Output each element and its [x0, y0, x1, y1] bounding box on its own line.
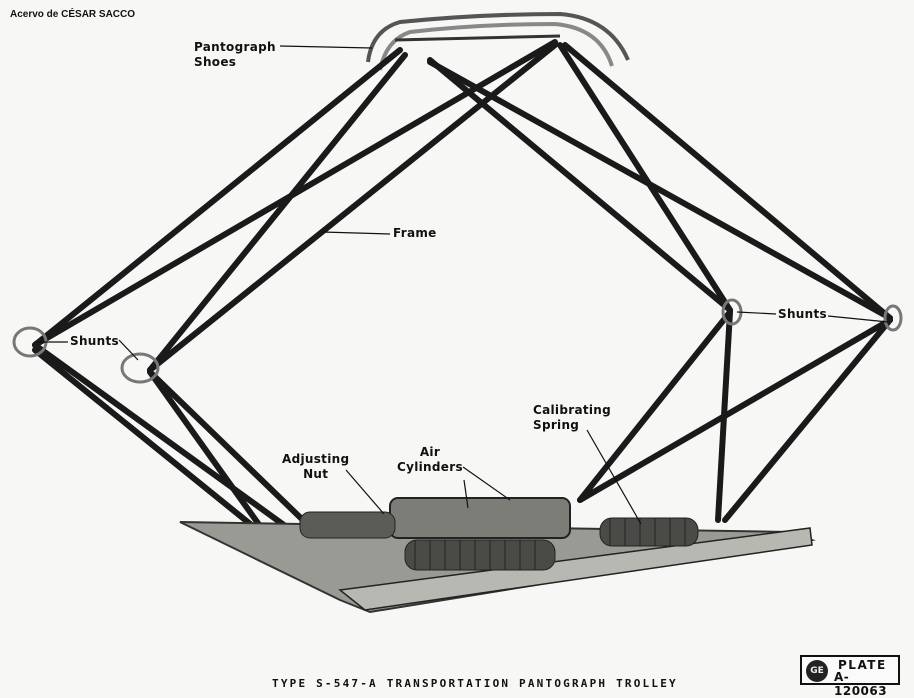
- base-assembly-art: [179, 497, 816, 614]
- label-air-cylinders: Air Cylinders: [397, 445, 463, 474]
- figure-caption: TYPE S-547-A TRANSPORTATION PANTOGRAPH T…: [272, 677, 678, 690]
- shunts-art: [12, 298, 903, 384]
- frame-art: [32, 39, 893, 588]
- pantograph-shoes-art: [366, 11, 630, 71]
- label-adjusting-nut: Adjusting Nut: [282, 452, 350, 481]
- leader-lines: [34, 45, 889, 525]
- label-shunts-left: Shunts: [70, 334, 119, 348]
- archive-credit: Acervo de CÉSAR SACCO: [10, 9, 136, 20]
- plate-stamp: GE PLATE A-120063: [800, 655, 900, 698]
- plate-number: A-120063: [834, 670, 888, 698]
- plate-title: PLATE: [838, 658, 887, 672]
- label-frame: Frame: [393, 226, 437, 240]
- label-calibrating-spring: Calibrating Spring: [533, 403, 612, 432]
- label-shunts-right: Shunts: [778, 307, 827, 321]
- label-pantograph-shoes: Pantograph Shoes: [194, 40, 276, 69]
- general-electric-monogram-icon: GE: [806, 660, 828, 682]
